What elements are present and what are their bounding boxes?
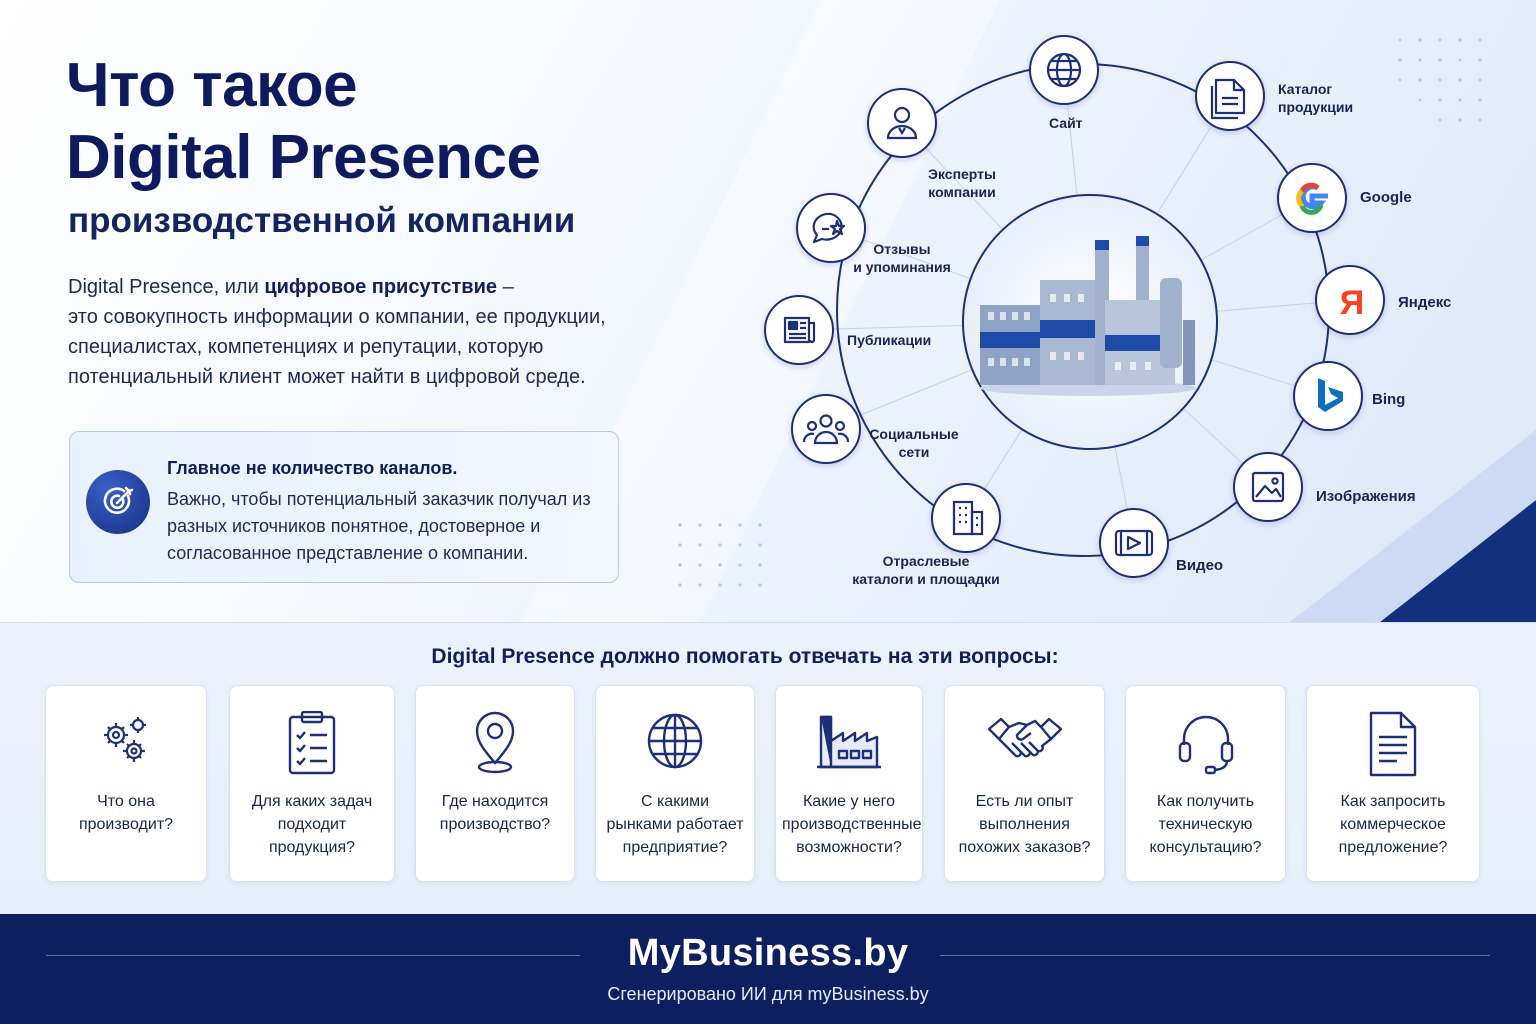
footer-bar: [0, 914, 1536, 1024]
node-label-bing: Bing: [1372, 391, 1406, 408]
footer-divider-left: [46, 955, 580, 956]
yandex-logo-icon: Я: [1315, 265, 1385, 335]
callout-title: Главное не количество каналов.: [167, 458, 458, 478]
node-label-images: Изображения: [1316, 488, 1416, 505]
video-icon: [1099, 508, 1169, 578]
question-card: Как запросить коммерческое предложение?: [1306, 685, 1480, 882]
footer-divider-right: [940, 955, 1490, 956]
question-card: Есть ли опыт выполнения похожих заказов?: [944, 685, 1105, 882]
definition-rest: это совокупность информации о компании, …: [68, 306, 606, 388]
expert-user-icon: [867, 88, 937, 158]
node-label-experts: Эксперты компании: [928, 166, 996, 200]
factory-icon: [817, 715, 881, 769]
footer-credit: Сгенерировано ИИ для myBusiness.by: [607, 984, 929, 1004]
building-icon: [931, 483, 1001, 553]
review-chat-icon: [796, 193, 866, 263]
questions-title: Digital Presence должно помогать отвечат…: [431, 645, 1059, 668]
page-title-line1: Что такое: [66, 51, 358, 120]
question-text: С какими рынками работает предприятие?: [606, 793, 744, 856]
callout-box: Главное не количество каналов. Важно, чт…: [69, 431, 619, 583]
question-card: Где находится производство?: [415, 685, 575, 882]
question-text: Какие у него производственные возможност…: [782, 793, 922, 856]
newspaper-icon: [764, 295, 834, 365]
callout-text: Важно, чтобы потенциальный заказчик полу…: [167, 489, 591, 563]
definition-lead: Digital Presence, или: [68, 276, 265, 298]
footer-brand: MyBusiness.by: [627, 932, 909, 974]
document-icon: [1195, 61, 1265, 131]
target-icon: [86, 470, 150, 534]
handshake-icon: [987, 717, 1062, 758]
node-label-video: Видео: [1176, 557, 1224, 574]
globe-icon: [647, 713, 703, 769]
channel-diagram: Я: [764, 35, 1385, 578]
question-card: Как получить техническую консультацию?: [1125, 685, 1286, 882]
question-text: Для каких задач подходит продукция?: [251, 793, 373, 856]
node-label-reviews: Отзывы и упоминания: [853, 241, 951, 275]
question-card: Какие у него производственные возможност…: [775, 685, 923, 882]
question-text: Что она производит?: [78, 793, 174, 833]
globe-icon: [1029, 35, 1099, 105]
location-pin-icon: [475, 711, 515, 774]
question-text: Как получить техническую консультацию?: [1149, 793, 1262, 856]
google-logo-icon: [1277, 163, 1347, 233]
definition-text: Digital Presence, или цифровое присутств…: [68, 272, 648, 392]
node-label-industry-catalogs: Отраслевые каталоги и площадки: [852, 553, 1000, 587]
headset-icon: [1178, 715, 1233, 775]
image-icon: [1233, 452, 1303, 522]
node-label-yandex: Яндекс: [1398, 294, 1452, 311]
bing-logo-icon: [1293, 361, 1363, 431]
people-icon: [791, 394, 861, 464]
document-icon: [1369, 711, 1417, 777]
question-card: С какими рынками работает предприятие?: [595, 685, 755, 882]
question-text: Как запросить коммерческое предложение?: [1338, 793, 1448, 856]
question-card: Для каких задач подходит продукция?: [229, 685, 395, 882]
node-label-site: Сайт: [1049, 115, 1083, 131]
question-text: Есть ли опыт выполнения похожих заказов?: [958, 793, 1091, 856]
definition-bold-term: цифровое присутствие: [264, 276, 498, 298]
page-subtitle: производственной компании: [68, 201, 576, 240]
node-label-catalog: Каталог продукции: [1278, 81, 1354, 115]
factory-illustration: [962, 194, 1218, 450]
definition-dash: –: [497, 276, 514, 298]
node-label-google: Google: [1360, 189, 1412, 206]
gears-icon: [104, 717, 146, 762]
svg-text:Я: Я: [1340, 284, 1364, 322]
clipboard-icon: [288, 711, 336, 775]
page-title-line2: Digital Presence: [66, 123, 541, 192]
question-text: Где находится производство?: [439, 793, 551, 833]
node-label-social: Социальные сети: [869, 426, 959, 460]
node-label-publications: Публикации: [847, 332, 932, 348]
question-card: Что она производит?: [45, 685, 207, 882]
